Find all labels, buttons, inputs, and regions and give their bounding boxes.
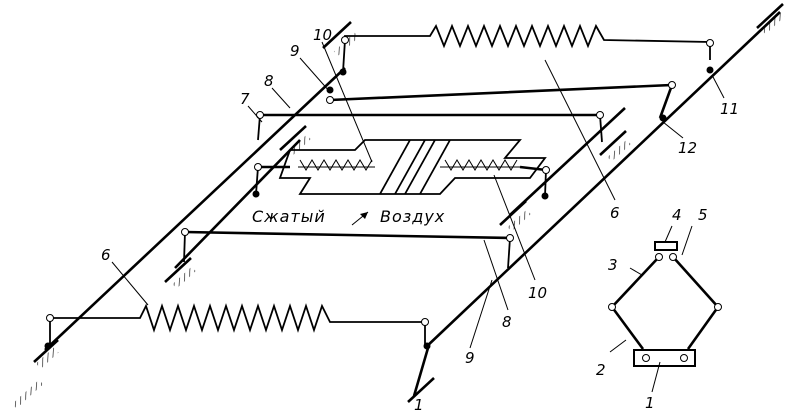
label-12: 12 bbox=[678, 139, 697, 157]
leader-lines bbox=[111, 41, 725, 349]
detail-label-4: 4 bbox=[672, 206, 682, 224]
label-9-bottom: 9 bbox=[465, 349, 475, 367]
label-6-right: 6 bbox=[610, 204, 620, 222]
rod-8-bottom bbox=[184, 230, 511, 240]
gripper-detail bbox=[608, 225, 722, 393]
label-10-top: 10 bbox=[313, 26, 332, 44]
label-10-bottom: 10 bbox=[528, 284, 547, 302]
label-6-left: 6 bbox=[101, 246, 111, 264]
top-spring bbox=[344, 23, 711, 60]
detail-label-1: 1 bbox=[645, 394, 655, 412]
pneumatic-cylinder bbox=[252, 139, 550, 200]
label-1-bottom: 1 bbox=[414, 396, 424, 413]
label-11: 11 bbox=[720, 100, 739, 118]
label-7: 7 bbox=[240, 90, 250, 108]
ground-supports bbox=[12, 3, 785, 409]
detail-label-5: 5 bbox=[698, 206, 708, 224]
caption-air: Воздух bbox=[380, 207, 445, 226]
detail-label-2: 2 bbox=[596, 361, 606, 379]
label-8-top: 8 bbox=[264, 72, 274, 90]
bottom-spring bbox=[49, 303, 426, 345]
label-9-top: 9 bbox=[290, 42, 300, 60]
caption-compressed: Сжатый bbox=[252, 207, 326, 226]
right-rail bbox=[424, 11, 781, 349]
detail-label-3: 3 bbox=[608, 256, 618, 274]
label-8-bottom: 8 bbox=[502, 313, 512, 331]
